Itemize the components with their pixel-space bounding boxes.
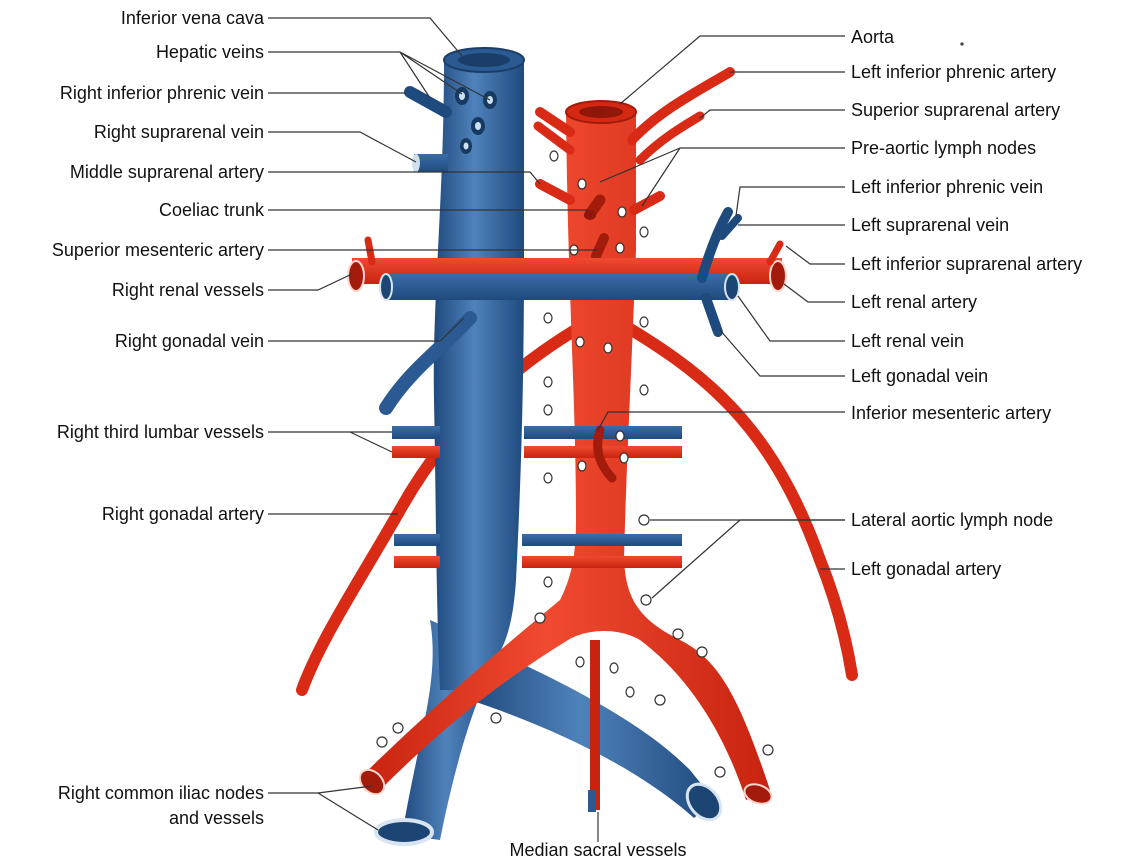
label-left-gonadal-vein: Left gonadal vein — [851, 366, 988, 386]
label-right-common-iliac-1: Right common iliac nodes — [58, 783, 264, 803]
coeliac-trunk-lumen — [584, 210, 596, 220]
label-hepatic-veins: Hepatic veins — [156, 42, 264, 62]
right-inferior-suprarenal-artery — [368, 240, 372, 262]
label-right-renal-vessels: Right renal vessels — [112, 280, 264, 300]
right-renal-artery-end — [348, 261, 364, 291]
label-inferior-mesenteric-artery: Inferior mesenteric artery — [851, 403, 1051, 423]
label-left-inferior-suprarenal-artery: Left inferior suprarenal artery — [851, 254, 1082, 274]
label-superior-suprarenal-artery: Superior suprarenal artery — [851, 100, 1060, 120]
label-median-sacral-vessels: Median sacral vessels — [478, 840, 718, 860]
aorta-lumen — [579, 106, 623, 118]
middle-suprarenal-artery-vessel — [540, 184, 570, 200]
label-aorta: Aorta — [851, 27, 894, 47]
left-gonadal-vein-vessel — [706, 298, 718, 332]
right-renal-vein-end — [380, 274, 392, 300]
renal-vein-bar — [384, 274, 734, 300]
label-lateral-aortic-lymph-node: Lateral aortic lymph node — [851, 510, 1053, 530]
label-right-third-lumbar-vessels: Right third lumbar vessels — [57, 422, 264, 442]
label-left-inferior-phrenic-artery: Left inferior phrenic artery — [851, 62, 1056, 82]
left-renal-artery-end — [770, 261, 786, 291]
label-middle-suprarenal-artery: Middle suprarenal artery — [70, 162, 264, 182]
label-right-gonadal-vein: Right gonadal vein — [115, 331, 264, 351]
label-right-suprarenal-vein: Right suprarenal vein — [94, 122, 264, 142]
left-renal-vein-end — [725, 274, 739, 300]
median-sacral-vessels — [590, 640, 600, 810]
right-common-iliac-vein-end — [376, 820, 432, 844]
median-sacral-vein — [588, 790, 596, 812]
ivc-lumen — [458, 53, 510, 67]
label-right-common-iliac-2: and vessels — [169, 808, 264, 828]
label-left-gonadal-artery: Left gonadal artery — [851, 559, 1001, 579]
label-superior-mesenteric-artery: Superior mesenteric artery — [52, 240, 264, 260]
label-right-gonadal-artery: Right gonadal artery — [102, 504, 264, 524]
label-inferior-vena-cava: Inferior vena cava — [121, 8, 264, 28]
label-pre-aortic-lymph-nodes: Pre-aortic lymph nodes — [851, 138, 1036, 158]
label-left-renal-vein: Left renal vein — [851, 331, 964, 351]
label-left-renal-artery: Left renal artery — [851, 292, 977, 312]
label-coeliac-trunk: Coeliac trunk — [159, 200, 264, 220]
label-left-inferior-phrenic-vein: Left inferior phrenic vein — [851, 177, 1043, 197]
right-suprarenal-vein-end — [412, 154, 420, 172]
label-right-inferior-phrenic-vein: Right inferior phrenic vein — [60, 83, 264, 103]
label-left-suprarenal-vein: Left suprarenal vein — [851, 215, 1009, 235]
